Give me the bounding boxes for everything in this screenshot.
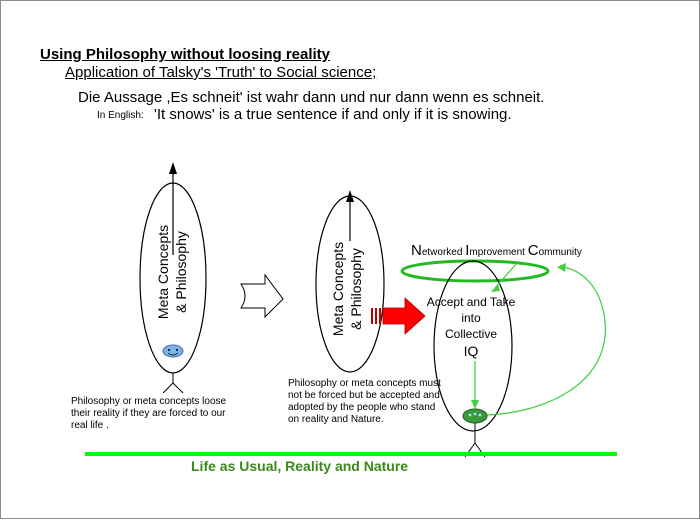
accept-line-2: into (461, 311, 481, 325)
nic-c: C (528, 242, 539, 259)
note-left: Philosophy or meta concepts loose their … (71, 396, 227, 431)
red-arrow-icon (371, 297, 426, 335)
nic-i-rest: mprovement (469, 247, 527, 258)
ground-label: Life as Usual, Reality and Nature (191, 458, 409, 474)
up-arrow-icon (346, 190, 354, 241)
green-feedback-arrow (486, 263, 606, 416)
german-sentence: Die Aussage ,Es schneit' ist wahr dann u… (78, 89, 545, 106)
right-ellipse-label-2: & Philosophy (348, 248, 364, 330)
nic-group: Networked Improvement Community Accept a… (400, 242, 606, 458)
nic-i: I (465, 242, 469, 259)
nic-n-rest: etworked (422, 247, 465, 258)
up-arrow-icon (169, 162, 177, 255)
left-ellipse-label-1: Meta Concepts (155, 225, 171, 319)
ground-line (85, 452, 617, 456)
green-arrow-to-accept (491, 262, 518, 292)
note-right: Philosophy or meta concepts must not be … (288, 378, 441, 425)
page-title: Using Philosophy without loosing reality (40, 46, 331, 63)
nic-ring (400, 259, 550, 283)
right-group: Meta Concepts & Philosophy (315, 190, 426, 373)
outline-arrow-icon (240, 273, 284, 319)
green-arrow-down (471, 361, 479, 409)
nic-n: N (411, 242, 422, 259)
right-ellipse-label-1: Meta Concepts (330, 242, 346, 336)
blue-face-icon (162, 344, 184, 358)
subtitle: Application of Talsky's 'Truth' to Socia… (65, 64, 377, 81)
stick-figure-icon (162, 373, 184, 394)
green-face-icon (462, 408, 488, 424)
stick-figure-icon (464, 423, 486, 458)
english-prefix: In English: (97, 110, 144, 121)
nic-c-rest: ommunity (539, 247, 582, 258)
left-ellipse-label-2: & Philosophy (173, 231, 189, 313)
collective-ellipse (433, 260, 513, 432)
left-group: Meta Concepts & Philosophy (139, 162, 207, 394)
english-sentence: 'It snows' is a true sentence if and onl… (154, 106, 512, 123)
accept-line-4: IQ (464, 343, 479, 359)
accept-line-3: Collective (445, 327, 497, 341)
nic-label: Networked Improvement Community (411, 242, 582, 259)
accept-line-1: Accept and Take (427, 295, 516, 309)
